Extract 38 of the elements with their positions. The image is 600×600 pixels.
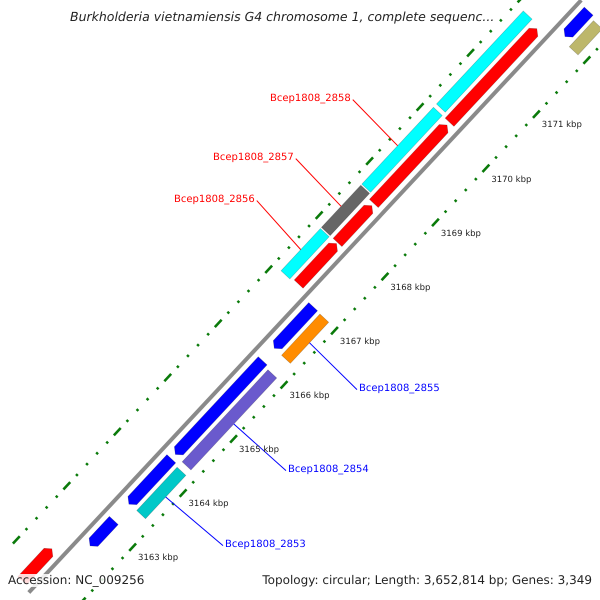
genome-info-note: Topology: circular; Length: 3,652,814 bp; Genes: 3,349 — [262, 574, 592, 588]
leader-line — [309, 342, 358, 390]
gene-bar — [88, 516, 119, 547]
leader-line — [256, 200, 302, 250]
scale-label: 3166 kbp — [289, 392, 330, 402]
gene-label: Bcep1808_2854 — [288, 464, 369, 475]
scale-label: 3165 kbp — [238, 446, 280, 456]
gene-bar — [332, 204, 374, 247]
leader-line — [295, 158, 342, 207]
gene-bar — [280, 228, 330, 280]
gene-bar — [128, 454, 176, 505]
gene-bar — [361, 106, 443, 193]
scale-label: 3164 kbp — [188, 500, 229, 510]
scale-label: 3167 kbp — [340, 338, 380, 348]
scale-label: 3170 kbp — [491, 176, 532, 185]
scale-label: 3169 kbp — [440, 230, 481, 240]
gene-bar — [272, 302, 318, 350]
gene-bar — [294, 242, 338, 289]
gene-label: Bcep1808_2853 — [225, 539, 306, 550]
gene-label: Bcep1808_2857 — [213, 152, 294, 163]
gene-bar — [182, 369, 278, 470]
scale-label: 3171 kbp — [542, 121, 582, 131]
gene-bar — [321, 184, 370, 236]
gene-label: Bcep1808_2855 — [359, 383, 440, 394]
gene-label: Bcep1808_2856 — [174, 194, 255, 205]
gene-bar — [568, 20, 600, 56]
scale-label: 3168 kbp — [390, 284, 430, 294]
leader-line — [165, 496, 224, 546]
diagram-title: Burkholderia vietnamiensis G4 chromosome 1, complete sequenc... — [70, 10, 494, 24]
gene-bar — [444, 28, 538, 127]
gene-bar — [136, 466, 186, 520]
gene-bar — [564, 6, 594, 38]
scale-label: 3163 kbp — [138, 554, 178, 564]
leader-line — [233, 424, 286, 472]
gene-bar — [369, 124, 448, 208]
accession-note: Accession: NC_009256 — [8, 574, 144, 588]
gene-bar — [281, 314, 330, 364]
gene-label: Bcep1808_2858 — [270, 93, 351, 104]
